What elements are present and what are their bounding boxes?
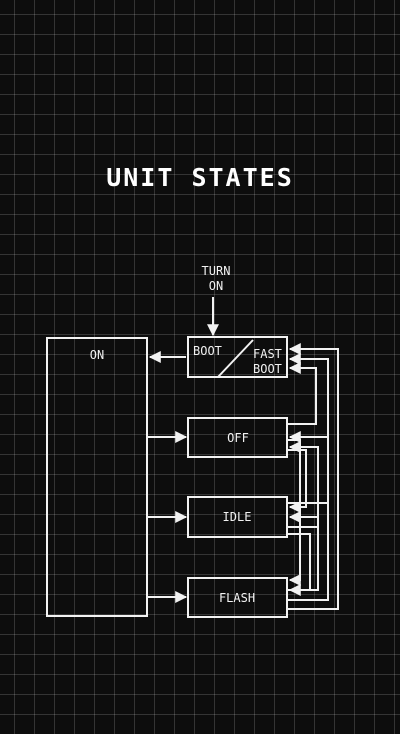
off-to-idle-path (288, 449, 307, 513)
turn-on-label-line1: TURN (202, 264, 231, 278)
flash-state-box (187, 577, 288, 618)
idle-to-flash-path (288, 533, 311, 596)
flash-to-off-path (288, 431, 329, 601)
flash-state-label: FLASH (219, 591, 255, 605)
off-to-flash-path (288, 439, 301, 586)
boot-state-label: BOOT (193, 344, 222, 358)
off-state-label: OFF (227, 431, 249, 445)
off-state-box (187, 417, 288, 458)
idle-to-fastboot-path (288, 353, 329, 504)
idle-state-label: IDLE (223, 510, 252, 524)
idle-to-off-path (288, 441, 319, 528)
boot-divider (217, 339, 254, 378)
fast-boot-label-line1: FAST (253, 347, 282, 361)
diagram-title: UNIT STATES (106, 163, 294, 192)
fast-boot-label-line2: BOOT (253, 362, 282, 376)
off-to-fastboot-path (288, 362, 317, 425)
idle-state-box (187, 496, 288, 538)
flash-to-fastboot-path (288, 343, 339, 610)
on-state-label: ON (90, 348, 104, 362)
turn-on-label-line2: ON (209, 279, 223, 293)
on-state-box (46, 337, 148, 617)
boot-state-box (187, 336, 288, 378)
